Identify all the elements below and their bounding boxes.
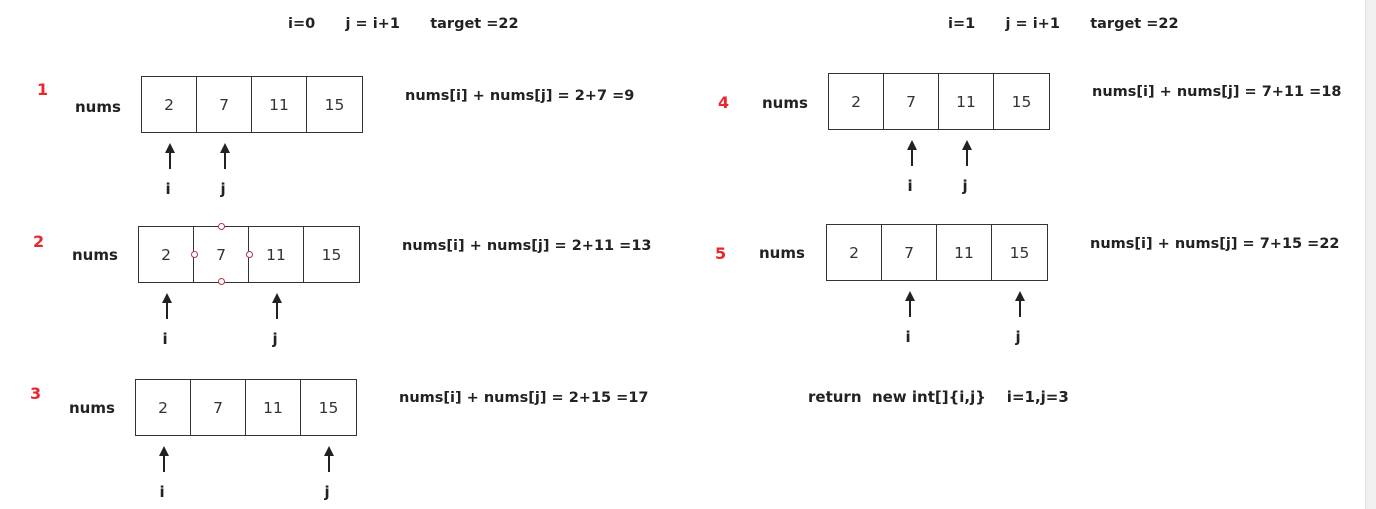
- array-cell: 7: [197, 77, 252, 132]
- array-cell: 2: [136, 380, 191, 435]
- sum-equation: nums[i] + nums[j] = 2+11 =13: [402, 238, 652, 254]
- pointer-label-j: j: [962, 177, 968, 195]
- pointer-arrow-j: [323, 446, 335, 472]
- vertical-scrollbar[interactable]: [1365, 0, 1376, 509]
- arrow-head: [158, 446, 169, 456]
- arrow-shaft: [223, 153, 226, 169]
- pointer-arrow-i: [904, 291, 916, 317]
- selection-handle[interactable]: [245, 250, 253, 258]
- array-label: nums: [759, 244, 805, 262]
- pointer-label-j: j: [220, 180, 226, 198]
- arrow-head: [904, 291, 915, 301]
- array-cell: 15: [321, 245, 342, 264]
- header-right: i=1 j = i+1 target =22: [948, 16, 1179, 32]
- arrow-head: [1014, 291, 1025, 301]
- pointer-label-j: j: [324, 483, 330, 501]
- step-number: 5: [715, 244, 727, 263]
- arrow-head: [271, 293, 282, 303]
- sum-equation: nums[i] + nums[j] = 2+15 =17: [399, 390, 649, 406]
- array-cell: 15: [1009, 243, 1030, 262]
- array-cell: 11: [246, 380, 301, 435]
- arrow-shaft: [910, 150, 913, 166]
- sum-equation: nums[i] + nums[j] = 7+11 =18: [1092, 84, 1342, 100]
- arrow-shaft: [327, 456, 330, 472]
- array-cell: 2: [142, 77, 197, 132]
- sum-equation: nums[i] + nums[j] = 7+15 =22: [1090, 236, 1340, 252]
- pointer-arrow-i: [906, 140, 918, 166]
- pointer-label-i: i: [907, 177, 913, 195]
- arrow-shaft: [1018, 301, 1021, 317]
- pointer-label-i: i: [159, 483, 165, 501]
- arrow-shaft: [162, 456, 165, 472]
- arrow-head: [906, 140, 917, 150]
- array-cell: 7: [191, 380, 246, 435]
- array-cell: 2: [829, 74, 884, 129]
- pointer-arrow-i: [158, 446, 170, 472]
- arrow-shaft: [275, 303, 278, 319]
- array-label: nums: [72, 246, 118, 264]
- selection-handle[interactable]: [218, 278, 225, 285]
- selection-handle[interactable]: [218, 223, 225, 230]
- pointer-arrow-j: [1014, 291, 1026, 317]
- sum-equation: nums[i] + nums[j] = 2+7 =9: [405, 88, 635, 104]
- array-cell: 7: [194, 227, 249, 282]
- array-label: nums: [75, 98, 121, 116]
- array-cell: 7: [884, 74, 939, 129]
- arrow-shaft: [908, 301, 911, 317]
- pointer-label-i: i: [165, 180, 171, 198]
- arrow-head: [219, 143, 230, 153]
- array-label: nums: [762, 94, 808, 112]
- arrow-shaft: [165, 303, 168, 319]
- pointer-arrow-i: [161, 293, 173, 319]
- arrow-head: [323, 446, 334, 456]
- selection-handle[interactable]: [190, 250, 198, 258]
- pointer-label-j: j: [272, 330, 278, 348]
- array-cell: 15: [318, 398, 339, 417]
- step-number: 4: [718, 93, 730, 112]
- step-number: 2: [33, 232, 45, 251]
- pointer-label-j: j: [1015, 328, 1021, 346]
- array-cell: 15: [1011, 92, 1032, 111]
- arrow-head: [164, 143, 175, 153]
- pointer-arrow-j: [219, 143, 231, 169]
- pointer-label-i: i: [162, 330, 168, 348]
- step-number: 1: [37, 80, 49, 99]
- arrow-shaft: [168, 153, 171, 169]
- array-label: nums: [69, 399, 115, 417]
- arrow-head: [961, 140, 972, 150]
- header-left: i=0 j = i+1 target =22: [288, 16, 519, 32]
- arrow-shaft: [965, 150, 968, 166]
- array-cell: 11: [249, 227, 304, 282]
- array-cell: 15: [324, 95, 345, 114]
- pointer-arrow-j: [271, 293, 283, 319]
- array-cell: 2: [827, 225, 882, 280]
- array-cell: 11: [252, 77, 307, 132]
- step-number: 3: [30, 384, 42, 403]
- array-cell: 7: [882, 225, 937, 280]
- array-cell: 11: [937, 225, 992, 280]
- return-statement: return new int[]{i,j} i=1,j=3: [808, 388, 1069, 406]
- pointer-label-i: i: [905, 328, 911, 346]
- array-cell: 2: [139, 227, 194, 282]
- array-cell: 11: [939, 74, 994, 129]
- arrow-head: [161, 293, 172, 303]
- pointer-arrow-j: [961, 140, 973, 166]
- pointer-arrow-i: [164, 143, 176, 169]
